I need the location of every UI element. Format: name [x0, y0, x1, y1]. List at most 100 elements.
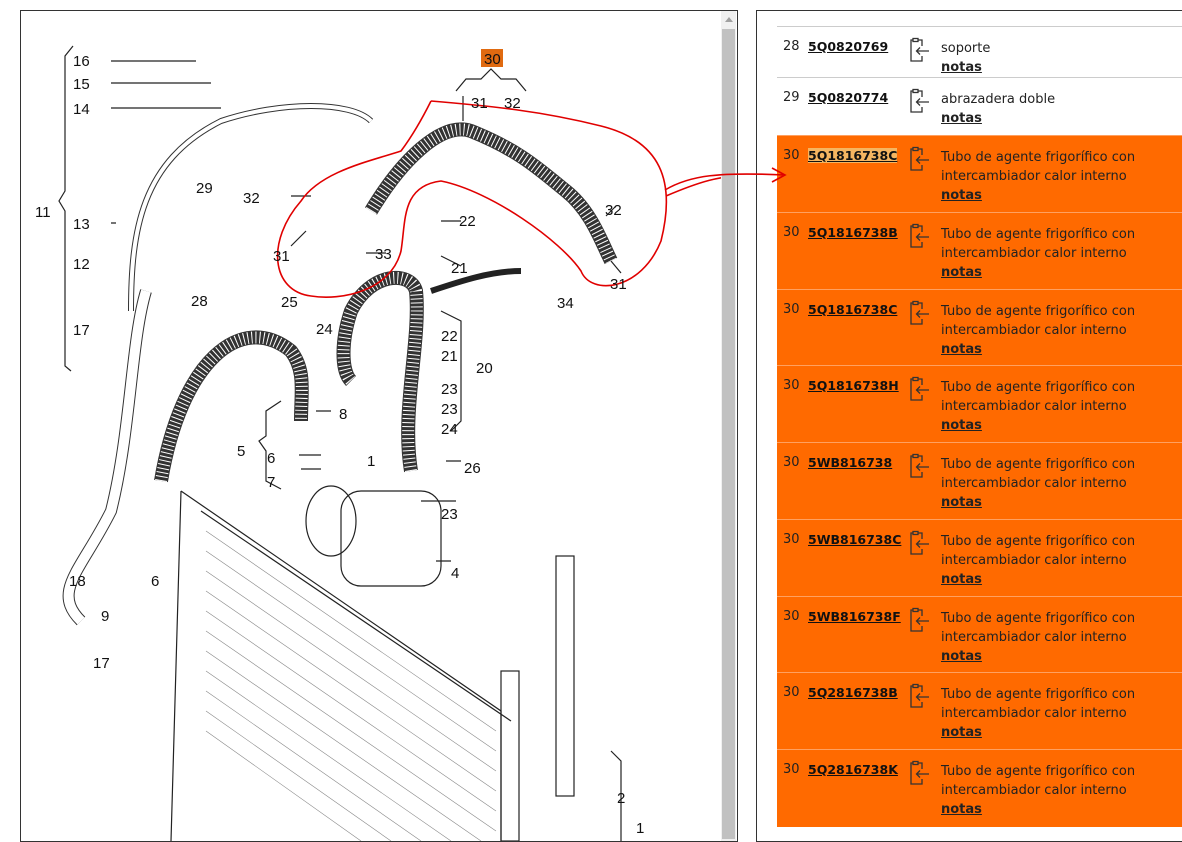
callout[interactable]: 5 — [237, 443, 245, 460]
part-description: Tubo de agente frigorífico con intercamb… — [941, 150, 1136, 184]
part-description: Tubo de agente frigorífico con intercamb… — [941, 611, 1136, 645]
part-number-link[interactable]: 5WB816738F — [808, 609, 901, 624]
callout[interactable]: 32 — [605, 202, 622, 219]
notes-link[interactable]: notas — [941, 495, 982, 510]
callout[interactable]: 21 — [441, 348, 458, 365]
add-to-list-icon[interactable] — [908, 530, 930, 560]
callout[interactable]: 1 — [367, 453, 375, 470]
notes-link[interactable]: notas — [941, 265, 982, 280]
notes-link[interactable]: notas — [941, 725, 982, 740]
add-to-list-icon[interactable] — [908, 300, 930, 330]
part-row[interactable]: 28 5Q0820769 soporte notas — [777, 26, 1182, 78]
notes-link[interactable]: notas — [941, 60, 982, 75]
callout[interactable]: 24 — [441, 421, 458, 438]
add-to-list-icon[interactable] — [908, 146, 930, 176]
callout[interactable]: 34 — [557, 295, 574, 312]
part-row[interactable]: 30 5WB816738C Tubo de agente frigorífico… — [777, 519, 1182, 597]
add-to-list-icon[interactable] — [908, 760, 930, 790]
callout[interactable]: 26 — [464, 460, 481, 477]
add-to-list-icon[interactable] — [908, 376, 930, 406]
part-row[interactable]: 30 5Q2816738K Tubo de agente frigorífico… — [777, 749, 1182, 827]
callout[interactable]: 23 — [441, 506, 458, 523]
callout[interactable]: 9 — [101, 608, 109, 625]
notes-link[interactable]: notas — [941, 188, 982, 203]
highlighted-callout-30[interactable] — [481, 49, 503, 67]
callout[interactable]: 24 — [316, 321, 333, 338]
callout[interactable]: 17 — [73, 322, 90, 339]
position-number: 30 — [783, 762, 800, 777]
part-description: Tubo de agente frigorífico con intercamb… — [941, 457, 1136, 491]
scroll-up-arrow-icon[interactable] — [725, 17, 733, 22]
callout[interactable]: 17 — [93, 655, 110, 672]
part-row[interactable]: 30 5Q1816738C Tubo de agente frigorífico… — [777, 135, 1182, 213]
part-number-link[interactable]: 5Q1816738C — [808, 148, 898, 163]
callout[interactable]: 32 — [504, 95, 521, 112]
part-number-link[interactable]: 5Q1816738B — [808, 225, 898, 240]
part-row[interactable]: 30 5Q1816738H Tubo de agente frigorífico… — [777, 365, 1182, 443]
callout[interactable]: 23 — [441, 401, 458, 418]
diagram-scrollbar[interactable] — [721, 11, 736, 841]
callout[interactable]: 11 — [35, 204, 51, 221]
callout[interactable]: 13 — [73, 216, 90, 233]
callout[interactable]: 7 — [267, 474, 275, 491]
callout[interactable]: 32 — [243, 190, 260, 207]
notes-link[interactable]: notas — [941, 418, 982, 433]
part-row[interactable]: 30 5Q2816738B Tubo de agente frigorífico… — [777, 672, 1182, 750]
part-number-link[interactable]: 5Q0820769 — [808, 39, 889, 54]
notes-link[interactable]: notas — [941, 342, 982, 357]
notes-link[interactable]: notas — [941, 572, 982, 587]
add-to-list-icon[interactable] — [908, 453, 930, 483]
callout-30[interactable]: 30 — [484, 51, 501, 68]
callout[interactable]: 12 — [73, 256, 90, 273]
bracket-11 — [58, 45, 74, 372]
scroll-thumb[interactable] — [722, 29, 735, 839]
callout[interactable]: 33 — [375, 246, 392, 263]
callout[interactable]: 21 — [451, 260, 468, 277]
callout[interactable]: 31 — [610, 276, 627, 293]
position-number: 30 — [783, 532, 800, 547]
notes-link[interactable]: notas — [941, 802, 982, 817]
part-description: Tubo de agente frigorífico con intercamb… — [941, 764, 1136, 798]
callout[interactable]: 20 — [476, 360, 493, 377]
part-row[interactable]: 29 5Q0820774 abrazadera doble notas — [777, 77, 1182, 136]
callout[interactable]: 25 — [281, 294, 298, 311]
part-description: Tubo de agente frigorífico con intercamb… — [941, 534, 1136, 568]
callout[interactable]: 6 — [151, 573, 159, 590]
callout[interactable]: 4 — [451, 565, 459, 582]
part-row[interactable]: 30 5WB816738F Tubo de agente frigorífico… — [777, 596, 1182, 673]
callout[interactable]: 31 — [273, 248, 290, 265]
callout[interactable]: 14 — [73, 101, 90, 118]
part-row[interactable]: 30 5Q1816738B Tubo de agente frigorífico… — [777, 212, 1182, 290]
part-number-link[interactable]: 5Q1816738H — [808, 378, 899, 393]
callout[interactable]: 22 — [441, 328, 458, 345]
part-row[interactable]: 30 5Q1816738C Tubo de agente frigorífico… — [777, 289, 1182, 366]
notes-link[interactable]: notas — [941, 649, 982, 664]
callout[interactable]: 8 — [339, 406, 347, 423]
notes-link[interactable]: notas — [941, 111, 982, 126]
part-number-link[interactable]: 5Q1816738C — [808, 302, 898, 317]
callout[interactable]: 22 — [459, 213, 476, 230]
part-number-link[interactable]: 5WB816738C — [808, 532, 902, 547]
callout[interactable]: 29 — [196, 180, 213, 197]
callout[interactable]: 31 — [471, 95, 488, 112]
part-description: Tubo de agente frigorífico con intercamb… — [941, 380, 1136, 414]
callout[interactable]: 15 — [73, 76, 90, 93]
add-to-list-icon[interactable] — [908, 607, 930, 637]
add-to-list-icon[interactable] — [908, 88, 930, 118]
part-row[interactable]: 30 5WB816738 Tubo de agente frigorífico … — [777, 442, 1182, 520]
callout[interactable]: 16 — [73, 53, 90, 70]
add-to-list-icon[interactable] — [908, 37, 930, 67]
part-number-link[interactable]: 5Q0820774 — [808, 90, 889, 105]
callout[interactable]: 28 — [191, 293, 208, 310]
add-to-list-icon[interactable] — [908, 683, 930, 713]
part-number-link[interactable]: 5Q2816738K — [808, 762, 898, 777]
part-number-link[interactable]: 5WB816738 — [808, 455, 893, 470]
position-number: 30 — [783, 685, 800, 700]
callout[interactable]: 18 — [69, 573, 86, 590]
callout[interactable]: 23 — [441, 381, 458, 398]
part-number-link[interactable]: 5Q2816738B — [808, 685, 898, 700]
callout[interactable]: 2 — [617, 790, 625, 807]
callout[interactable]: 6 — [267, 450, 275, 467]
add-to-list-icon[interactable] — [908, 223, 930, 253]
